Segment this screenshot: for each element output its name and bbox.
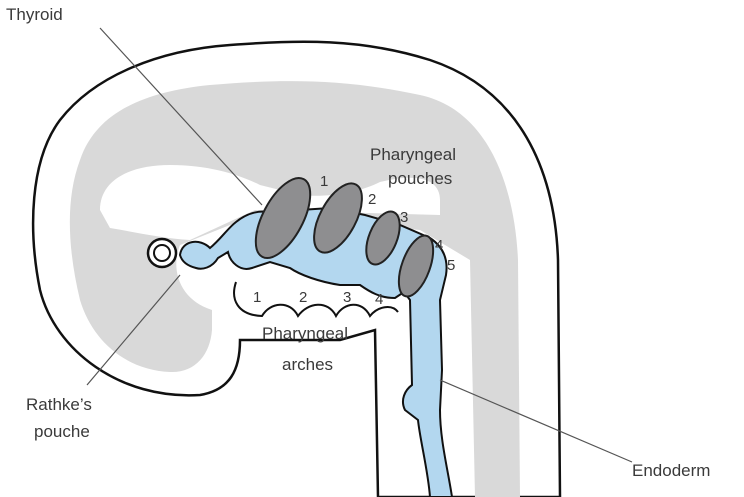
rathkes-pouch-inner	[154, 245, 170, 261]
pharyngeal-pouches-label-line1: Pharyngeal	[370, 145, 456, 164]
arch-number-4: 4	[375, 291, 383, 308]
thyroid-label: Thyroid	[6, 5, 63, 24]
pouch-number-3: 3	[400, 209, 408, 226]
pharyngeal-arches-label-line2: arches	[282, 355, 333, 374]
arch-number-3: 3	[343, 289, 351, 306]
pouch-number-2: 2	[368, 191, 376, 208]
pouch-number-1: 1	[320, 173, 328, 190]
rathkes-label-line1: Rathke’s	[26, 395, 92, 414]
arch-number-2: 2	[299, 289, 307, 306]
pharyngeal-arches-label-line1: Pharyngeal	[262, 324, 348, 343]
pharyngeal-pouches-label-line2: pouches	[388, 169, 452, 188]
pouch-number-4: 4	[435, 237, 443, 254]
arch-number-1: 1	[253, 289, 261, 306]
pouch-number-5: 5	[447, 257, 455, 274]
endoderm-label: Endoderm	[632, 461, 710, 480]
rathkes-label-line2: pouche	[34, 422, 90, 441]
